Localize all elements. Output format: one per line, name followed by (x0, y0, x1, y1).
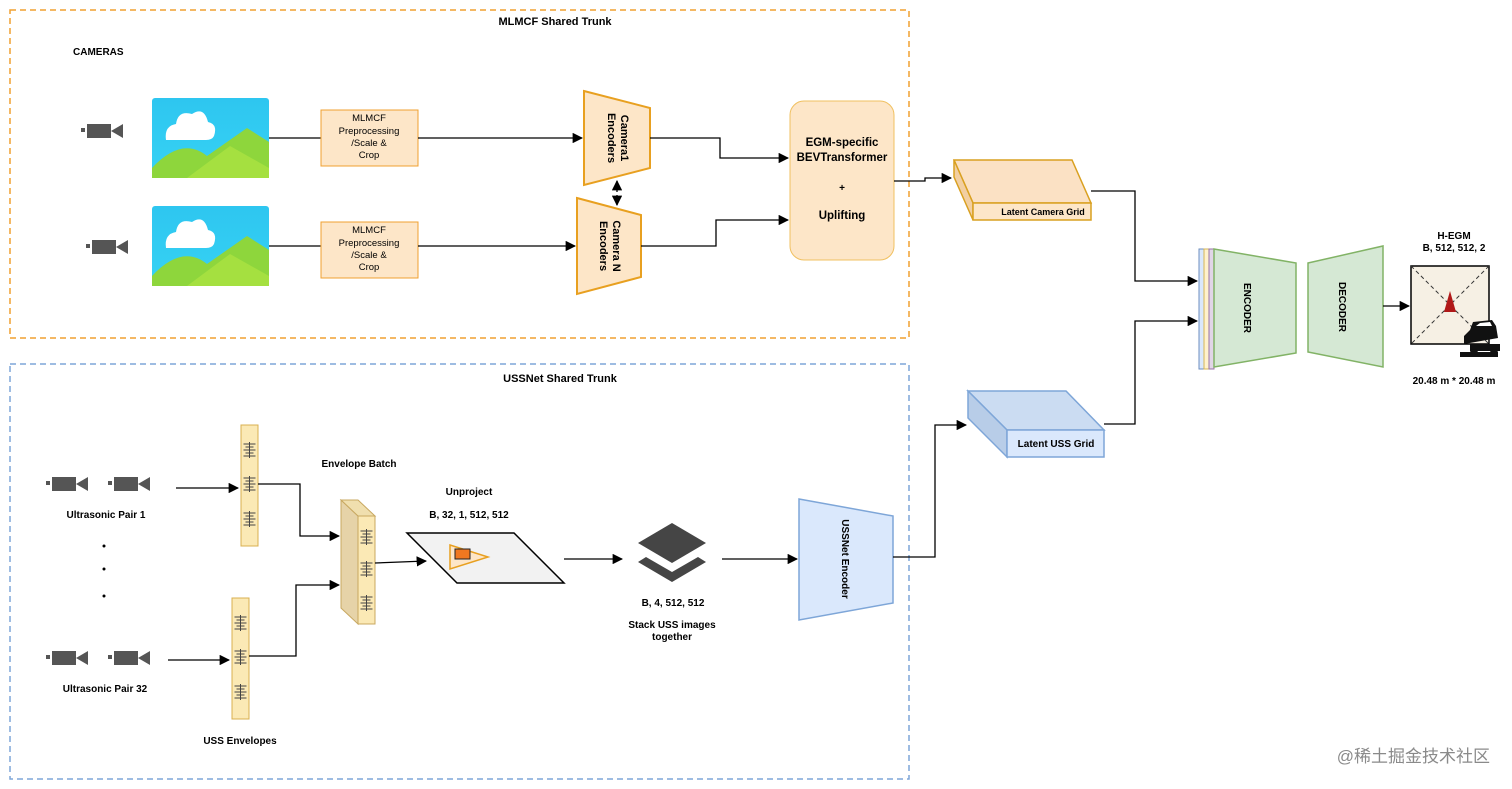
stack-description-line2: together (652, 632, 692, 643)
ussnet-trunk-title: USSNet Shared Trunk (503, 373, 618, 385)
svg-text:Crop: Crop (359, 262, 380, 273)
envelope-batch-label: Envelope Batch (321, 459, 396, 470)
svg-text:Latent Camera Grid: Latent Camera Grid (1001, 207, 1085, 217)
svg-text:Encoders: Encoders (597, 221, 609, 271)
svg-text:Uplifting: Uplifting (819, 210, 866, 222)
watermark: @稀土掘金技术社区 (1337, 747, 1490, 766)
ultrasonic-sensor-icon (108, 651, 150, 665)
cameraN-encoder: Camera N Encoders (576, 196, 642, 296)
svg-text:+: + (839, 183, 845, 194)
svg-text:MLMCF: MLMCF (352, 113, 386, 124)
fusion-decoder: DECODER (1307, 245, 1384, 368)
ultrasonic-sensor-icon (46, 651, 88, 665)
svg-text:/Scale &: /Scale & (351, 250, 387, 261)
svg-text:Preprocessing: Preprocessing (339, 126, 400, 137)
vehicle-icon (1460, 320, 1500, 357)
svg-text:Encoders: Encoders (605, 113, 617, 163)
batch-to-unproject-arrow (374, 556, 428, 567)
ellipsis-dots (102, 544, 106, 598)
svg-text:Crop: Crop (359, 150, 380, 161)
camera-image-thumbnail (152, 98, 269, 178)
fusion-encoder: ENCODER (1213, 248, 1297, 368)
mlmcf-trunk-title: MLMCF Shared Trunk (498, 16, 612, 28)
stack-dims-label: B, 4, 512, 512 (642, 598, 705, 609)
svg-text:/Scale &: /Scale & (351, 138, 387, 149)
camera-icon (81, 124, 123, 138)
layers-stack-icon (638, 523, 706, 582)
latent-uss-grid: Latent USS Grid (966, 389, 1106, 459)
stack-description-line1: Stack USS images (628, 620, 716, 631)
uss-envelopes-label: USS Envelopes (203, 736, 277, 747)
ultrasonic-pair-1-label: Ultrasonic Pair 1 (67, 510, 146, 521)
svg-text:EGM-specific: EGM-specific (806, 137, 879, 149)
latent-uss-to-encoder-arrow (1104, 315, 1199, 425)
ultrasonic-sensor-icon (46, 477, 88, 491)
feature-concat-stack (1198, 248, 1215, 370)
ultrasonic-pair-32-label: Ultrasonic Pair 32 (63, 684, 148, 695)
ussnet-to-latent-uss-arrow (893, 419, 968, 558)
envelope-to-batch-arrow (258, 483, 341, 542)
unproject-label: Unproject (446, 487, 493, 498)
output-size-label: 20.48 m * 20.48 m (1413, 376, 1496, 387)
ussnet-trunk-container (9, 363, 910, 780)
bev-to-latent-camera-arrow (894, 172, 953, 184)
encoderN-to-bev-arrow (641, 214, 790, 247)
camera1-encoder: Camera1 Encoders (583, 89, 651, 187)
cameras-label: CAMERAS (73, 47, 124, 58)
uss-envelope-strip (231, 597, 250, 720)
svg-text:Preprocessing: Preprocessing (339, 238, 400, 249)
uss-envelope-strip (240, 424, 259, 547)
ultrasonic-sensor-icon (108, 477, 150, 491)
output-title: H-EGM (1437, 231, 1470, 242)
svg-text:ENCODER: ENCODER (1241, 283, 1252, 334)
encoder1-to-bev-arrow (650, 137, 790, 164)
camera-image-thumbnail (152, 206, 269, 286)
envelope-to-batch-arrow (249, 579, 341, 657)
latent-camera-grid: Latent Camera Grid (952, 159, 1093, 221)
preprocessing-box: MLMCF Preprocessing /Scale & Crop (320, 221, 419, 279)
svg-text:USSNet Encoder: USSNet Encoder (839, 519, 850, 599)
svg-text:Camera N: Camera N (610, 220, 622, 271)
svg-text:MLMCF: MLMCF (352, 225, 386, 236)
svg-text:Latent USS Grid: Latent USS Grid (1018, 439, 1095, 450)
svg-text:Camera1: Camera1 (618, 115, 630, 161)
camera-icon (86, 240, 128, 254)
bev-transformer-box: EGM-specific BEVTransformer + Uplifting (789, 100, 895, 261)
unproject-dims-label: B, 32, 1, 512, 512 (429, 510, 509, 521)
unproject-plane (405, 532, 566, 584)
svg-text:DECODER: DECODER (1336, 282, 1347, 333)
latent-camera-to-encoder-arrow (1091, 190, 1199, 287)
svg-text:BEVTransformer: BEVTransformer (797, 152, 888, 164)
ussnet-encoder: USSNet Encoder (798, 498, 894, 621)
output-dims: B, 512, 512, 2 (1423, 243, 1486, 254)
mlmcf-trunk-container (9, 9, 910, 339)
preprocessing-box: MLMCF Preprocessing /Scale & Crop (320, 109, 419, 167)
envelope-batch-block (339, 498, 377, 626)
